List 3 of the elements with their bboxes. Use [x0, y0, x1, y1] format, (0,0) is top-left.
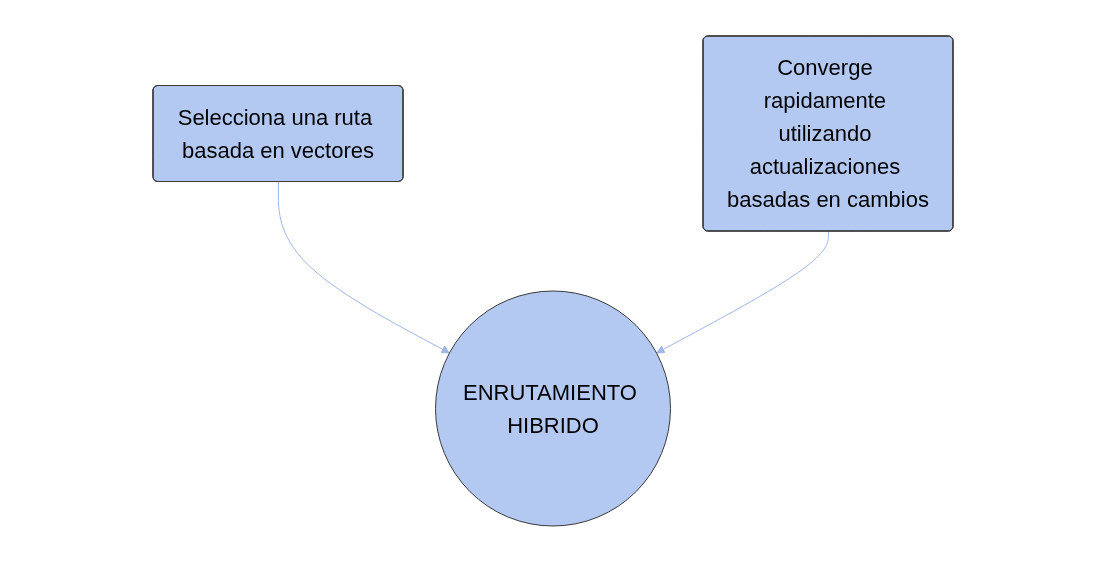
node-circle: ENRUTAMIENTO HIBRIDO [434, 290, 671, 527]
arrow [655, 231, 829, 354]
arrow [277, 181, 450, 354]
